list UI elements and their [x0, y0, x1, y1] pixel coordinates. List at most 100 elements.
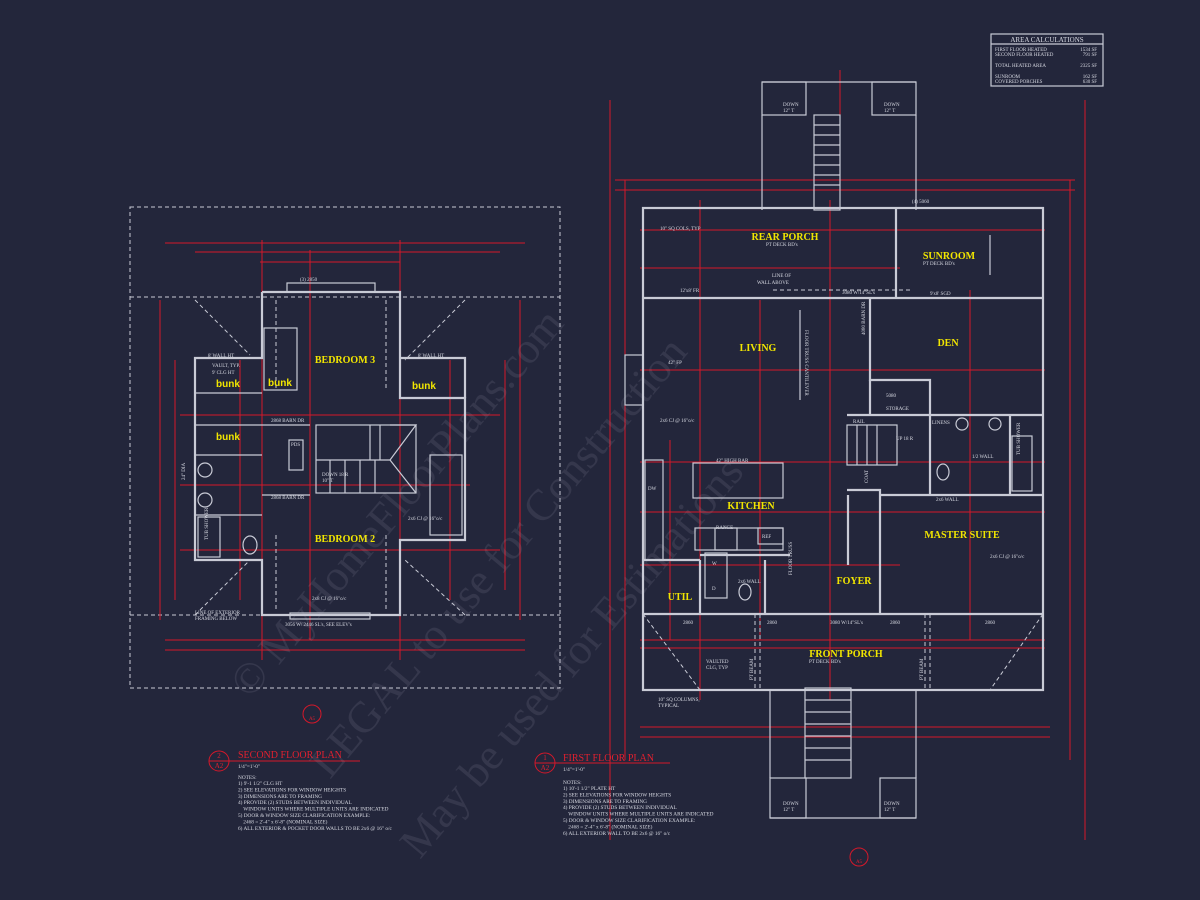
room-label-bunk: bunk	[412, 381, 436, 392]
area-label: SECOND FLOOR HEATED	[995, 53, 1054, 58]
room-label-bunk: bunk	[216, 432, 240, 443]
room-label-living: LIVING	[740, 343, 777, 354]
framing-label: FRAMING BELOW	[195, 617, 237, 622]
window-label: 2860	[683, 621, 694, 626]
wall-label: 2x6 WALL	[738, 580, 761, 585]
deck-label: PT DECK BD's	[923, 262, 955, 267]
note-line: 5) DOOR & WINDOW SIZE CLARIFICATION EXAM…	[563, 817, 696, 824]
door-label: 2868 BARN DR	[271, 496, 305, 501]
note-line: 2) SEE ELEVATIONS FOR WINDOW HEIGHTS	[563, 791, 671, 798]
watermark: © MyHomeFloorPlans.com LEGAL to use for …	[220, 299, 753, 866]
drawing-number: 1	[543, 754, 547, 762]
range-label: RANGE	[716, 526, 733, 531]
wall-label: 2x6 WALL	[936, 498, 959, 503]
tub-label: TUB SHOWER	[1017, 422, 1022, 455]
window-label: (4) 5060	[912, 200, 930, 205]
note-line: 3) DIMENSIONS ARE TO FRAMING	[238, 793, 322, 800]
wall-label: 1/2 WALL	[972, 455, 993, 460]
first-floor-plan: REAR PORCH PT DECK BD's SUNROOM PT DECK …	[609, 70, 1086, 867]
beam-label: PT BEAM	[750, 658, 755, 680]
door-label: 12'x8' FR	[680, 289, 700, 294]
section-marker: A5	[309, 717, 316, 722]
wall-height-label: 8' WALL HT	[418, 354, 444, 359]
drawing-number: 2	[217, 752, 221, 760]
area-calculations-table: AREA CALCULATIONS FIRST FLOOR HEATED 153…	[990, 33, 1104, 87]
pds-label: PDS	[291, 443, 300, 448]
area-title: AREA CALCULATIONS	[1010, 36, 1083, 44]
second-floor-title-block: 2 A2 SECOND FLOOR PLAN 1/4"=1'-0" NOTES:…	[208, 750, 393, 832]
washer-label: W	[712, 562, 717, 567]
area-value: 630 SF	[1083, 80, 1098, 85]
note-line: 1) 10'-1 1/2" PLATE HT	[563, 785, 616, 792]
drawing-title: FIRST FLOOR PLAN	[563, 753, 654, 764]
area-value: 162 SF	[1083, 75, 1098, 80]
window-label: 2860	[985, 621, 996, 626]
area-value: 791 SF	[1083, 53, 1098, 58]
stair-label: 12" T	[884, 808, 895, 813]
area-label: TOTAL HEATED AREA	[995, 64, 1046, 69]
note-label: LINE OF	[772, 274, 791, 279]
room-label-front-porch: FRONT PORCH	[809, 649, 883, 660]
note-line: WINDOW UNITS WHERE MULTIPLE UNITS ARE IN…	[238, 807, 389, 813]
door-label: 3080 W/14"SL's	[842, 291, 875, 296]
stair-label: DOWN	[884, 802, 900, 807]
columns-label: TYPICAL	[658, 704, 679, 709]
notes-heading: NOTES:	[563, 780, 582, 786]
note-line: WINDOW UNITS WHERE MULTIPLE UNITS ARE IN…	[563, 812, 714, 818]
sheet-number: A2	[215, 762, 224, 770]
note-line: 2) SEE ELEVATIONS FOR WINDOW HEIGHTS	[238, 786, 346, 793]
window-label: 3056 W/ 2446 SL's, SEE ELEV's	[285, 623, 352, 628]
room-label-rear-porch: REAR PORCH	[752, 232, 819, 243]
rail-label: RAIL	[853, 420, 865, 425]
dishwasher-label: DW	[648, 487, 657, 492]
door-label: 5080	[886, 394, 897, 399]
door-label: 2868 BARN DR	[271, 419, 305, 424]
sheet-number: A2	[541, 764, 550, 772]
columns-label: 10" SQ COLUMNS,	[658, 698, 700, 703]
room-label-den: DEN	[937, 338, 959, 349]
area-label: COVERED PORCHES	[995, 80, 1043, 85]
drawing-scale: 1/4"=1'-0"	[563, 767, 585, 773]
vaulted-label: VAULTED	[706, 660, 729, 665]
joist-label: 2x8 CJ @ 16"o/c	[312, 597, 347, 602]
stair-label: 10" T	[322, 479, 333, 484]
refrigerator-label: REF	[762, 535, 771, 540]
note-line: 2468 = 2'-4" x 6'-8" (NOMINAL SIZE)	[563, 823, 653, 830]
wall-height-label: 8' WALL HT	[208, 354, 234, 359]
note-line: 2468 = 2'-4" x 6'-8" (NOMINAL SIZE)	[238, 818, 328, 825]
area-label: FIRST FLOOR HEATED	[995, 48, 1047, 53]
room-label-bedroom-2: BEDROOM 2	[315, 534, 375, 545]
vault-label: VAULT, TYP.	[212, 364, 240, 369]
window-label: 24" DIA	[182, 462, 187, 480]
room-label-util: UTIL	[668, 592, 693, 603]
note-line: 1) 9'-1 1/2" CLG HT	[238, 780, 283, 787]
drawing-scale: 1/4"=1'-0"	[238, 764, 260, 770]
second-floor-plan: BEDROOM 3 BEDROOM 2 bunk bunk bunk bunk …	[129, 206, 561, 724]
stair-label: DOWN	[884, 103, 900, 108]
closet-label: COAT	[865, 470, 870, 483]
beam-label: PT BEAM	[920, 658, 925, 680]
storage-label: STORAGE	[886, 407, 909, 412]
bar-label: 42" HIGH BAR	[716, 459, 749, 464]
room-label-master-suite: MASTER SUITE	[924, 530, 1000, 541]
note-label: WALL ABOVE	[757, 281, 789, 286]
area-label: SUNROOM	[995, 75, 1021, 80]
stair-label: 12" T	[783, 109, 794, 114]
note-line: 4) PROVIDE (2) STUDS BETWEEN INDIVIDUAL	[238, 799, 352, 806]
window-label: 2860	[767, 621, 778, 626]
note-line: 4) PROVIDE (2) STUDS BETWEEN INDIVIDUAL	[563, 804, 677, 811]
note-line: 3) DIMENSIONS ARE TO FRAMING	[563, 798, 647, 805]
room-label-bunk: bunk	[268, 378, 292, 389]
notes-heading: NOTES:	[238, 775, 257, 781]
deck-label: PT DECK BD's	[766, 243, 798, 248]
room-label-bunk: bunk	[216, 379, 240, 390]
framing-label: LINE OF EXTERIOR	[195, 611, 241, 616]
truss-label: FLOOR TRUSS	[789, 542, 794, 575]
stair-label: DOWN	[783, 802, 799, 807]
stair-label: 12" T	[783, 808, 794, 813]
section-marker: A5	[856, 860, 863, 865]
door-label: 3080 W/14"SL's	[830, 621, 863, 626]
truss-label: FLOOR TRUSS CANTILEVER	[803, 330, 808, 396]
